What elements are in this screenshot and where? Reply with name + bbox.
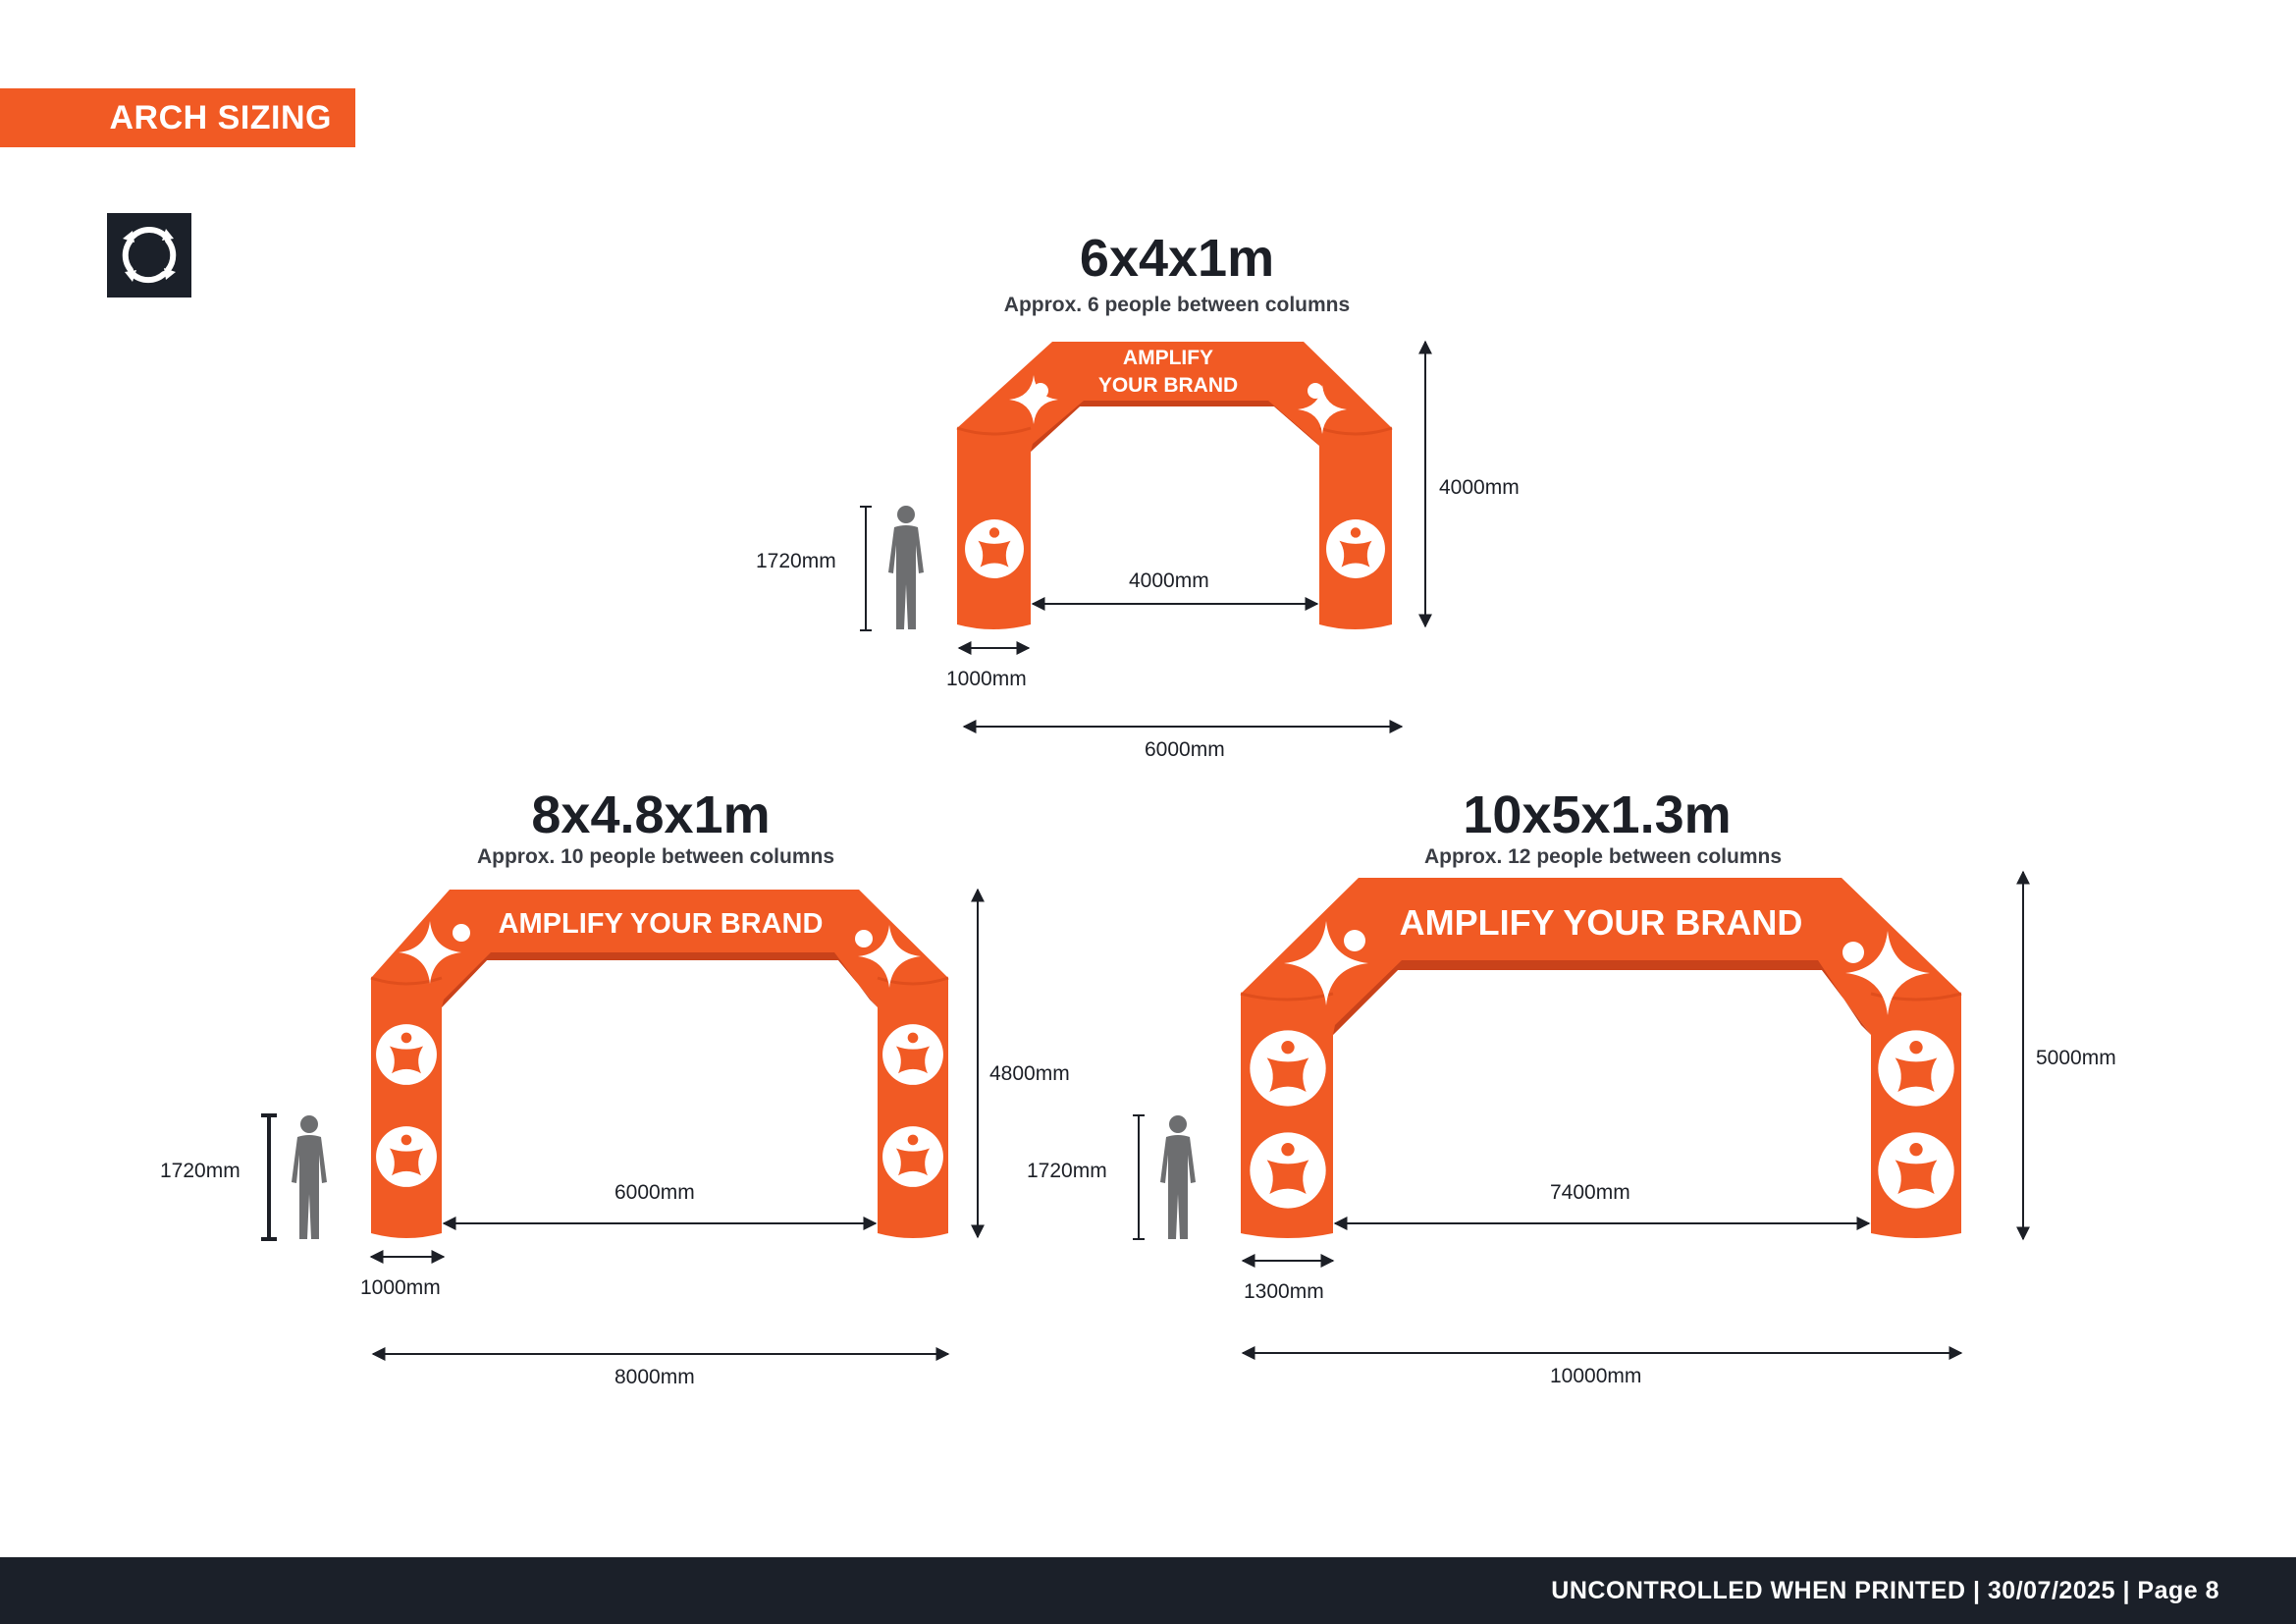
arch-2-title: 8x4.8x1m [531, 785, 771, 844]
logo-badge [107, 213, 191, 298]
arch-3-title: 10x5x1.3m [1463, 785, 1732, 844]
arch-3: AMPLIFY YOUR BRAND [1133, 870, 2030, 1360]
arch-1-total-width: 6000mm [1145, 738, 1225, 761]
arch-3-person-height: 1720mm [1027, 1160, 1107, 1182]
section-title-tab: ARCH SIZING [0, 88, 355, 147]
arch-2-height: 4800mm [989, 1062, 1070, 1085]
arch-3-banner-line-1: AMPLIFY YOUR BRAND [1400, 902, 1803, 943]
arch-3-inner-width: 7400mm [1550, 1181, 1630, 1204]
arch-1-column-width: 1000mm [946, 668, 1027, 690]
arch-1-inner-width: 4000mm [1129, 569, 1209, 592]
footer-text: UNCONTROLLED WHEN PRINTED | 30/07/2025 |… [1551, 1576, 2219, 1604]
arch-1-height: 4000mm [1439, 476, 1520, 499]
arch-1: AMPLIFY YOUR BRAND [860, 340, 1432, 733]
arch-2-column-width: 1000mm [360, 1276, 441, 1299]
arch-1-banner-line-2: YOUR BRAND [1098, 374, 1238, 397]
circular-arrows-icon [122, 226, 177, 284]
arch-3-total-width: 10000mm [1550, 1365, 1642, 1387]
arch-1-person-height: 1720mm [756, 550, 836, 572]
arch-2-total-width: 8000mm [614, 1366, 695, 1388]
footer-bar: UNCONTROLLED WHEN PRINTED | 30/07/2025 |… [0, 1557, 2296, 1624]
arch-2-banner-line-1: AMPLIFY YOUR BRAND [499, 908, 824, 940]
arch-3-subtitle: Approx. 12 people between columns [1423, 845, 1783, 868]
arch-3-height: 5000mm [2036, 1047, 2116, 1069]
arch-2-inner-width: 6000mm [614, 1181, 695, 1204]
arch-1-banner-line-1: AMPLIFY [1123, 347, 1213, 369]
section-title: ARCH SIZING [109, 98, 332, 136]
arch-2: AMPLIFY YOUR BRAND [261, 888, 985, 1361]
arch-2-person-height: 1720mm [160, 1160, 240, 1182]
arch-3-column-width: 1300mm [1244, 1280, 1324, 1303]
arch-1-title: 6x4x1m [1079, 229, 1275, 288]
arch-2-subtitle: Approx. 10 people between columns [476, 845, 835, 868]
arch-1-subtitle: Approx. 6 people between columns [1003, 294, 1351, 316]
